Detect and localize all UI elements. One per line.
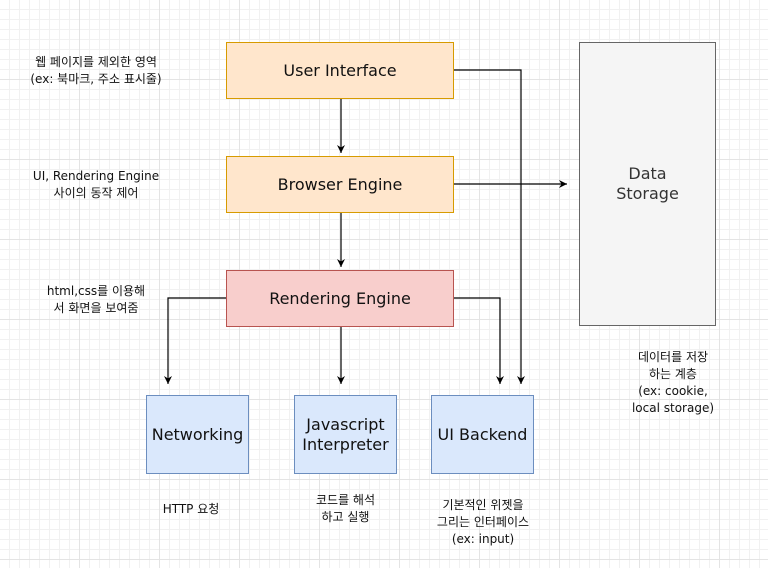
javascript-interpreter-node[interactable]: Javascript Interpreter xyxy=(294,395,397,474)
javascript-interpreter-note: 코드를 해석 하고 실행 xyxy=(315,493,375,524)
networking-node[interactable]: Networking xyxy=(146,395,249,474)
ui-backend-node[interactable]: UI Backend xyxy=(431,395,534,474)
browser-engine-node[interactable]: Browser Engine xyxy=(226,156,454,213)
data-storage-node[interactable]: Data Storage xyxy=(579,42,716,326)
rendering-engine-note: html,css를 이용해 서 화면을 보여줌 xyxy=(46,284,146,315)
user-interface-node[interactable]: User Interface xyxy=(226,42,454,99)
user-interface-note: 웹 페이지를 제외한 영역 (ex: 북마크, 주소 표시줄) xyxy=(30,55,162,86)
browser-engine-note: UI, Rendering Engine 사이의 동작 제어 xyxy=(32,169,160,200)
rendering-engine-node[interactable]: Rendering Engine xyxy=(226,270,454,327)
ui-backend-note: 기본적인 위젯을 그리는 인터페이스 (ex: input) xyxy=(436,498,530,546)
data-storage-note: 데이터를 저장 하는 계층 (ex: cookie, local storage… xyxy=(631,350,715,415)
edge-rendering-engine-to-ui-backend xyxy=(454,297,504,384)
edge-rendering-engine-to-networking xyxy=(164,297,227,384)
networking-note: HTTP 요청 xyxy=(162,502,220,516)
edge-user-interface-to-ui-backend xyxy=(454,69,525,384)
